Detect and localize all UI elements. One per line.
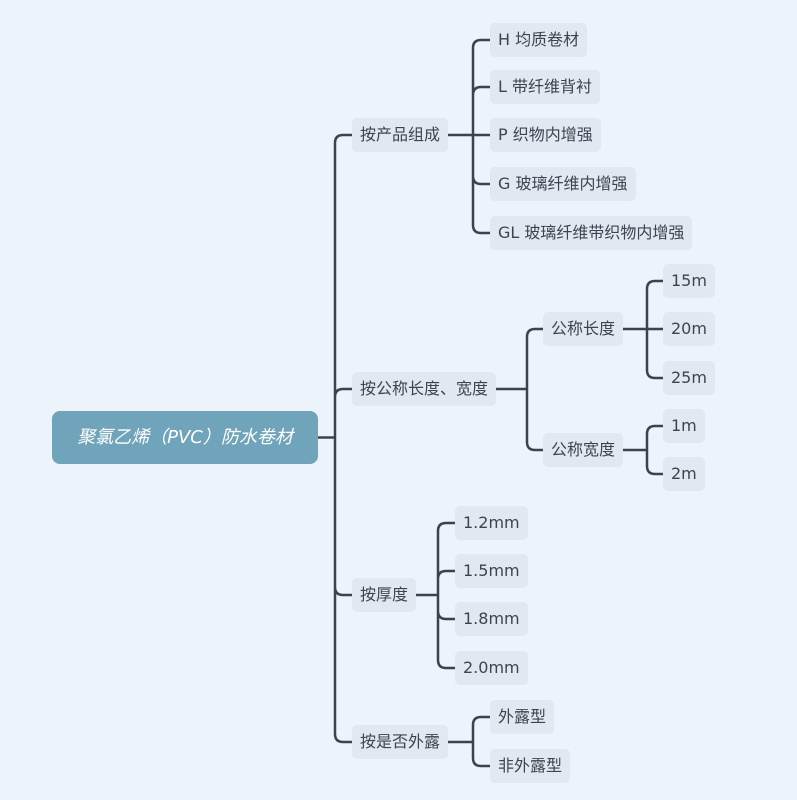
connector xyxy=(416,521,455,670)
leaf-node[interactable]: 外露型 xyxy=(490,700,555,734)
branch-exposure[interactable]: 按是否外露 xyxy=(352,725,449,759)
leaf-node[interactable]: G 玻璃纤维内增强 xyxy=(490,167,636,201)
connector xyxy=(623,279,663,380)
leaf-node[interactable]: 25m xyxy=(663,361,715,395)
connector xyxy=(318,133,352,744)
leaf-node[interactable]: 15m xyxy=(663,264,715,298)
leaf-node[interactable]: 非外露型 xyxy=(490,749,571,783)
leaf-node[interactable]: H 均质卷材 xyxy=(490,23,588,57)
connector xyxy=(448,38,490,235)
branch-nominal-size[interactable]: 按公称长度、宽度 xyxy=(352,372,497,406)
leaf-node[interactable]: 2.0mm xyxy=(455,651,528,685)
sub-branch-nominal-length[interactable]: 公称长度 xyxy=(543,312,624,346)
connector xyxy=(496,327,543,452)
leaf-node[interactable]: 1.5mm xyxy=(455,554,528,588)
root-node[interactable]: 聚氯乙烯（PVC）防水卷材 xyxy=(52,411,318,464)
leaf-node[interactable]: 1m xyxy=(663,409,705,443)
leaf-node[interactable]: 20m xyxy=(663,312,715,346)
leaf-node[interactable]: L 带纤维背衬 xyxy=(490,70,601,104)
leaf-node[interactable]: 2m xyxy=(663,457,705,491)
branch-thickness[interactable]: 按厚度 xyxy=(352,578,417,612)
connector xyxy=(448,715,490,768)
leaf-node[interactable]: GL 玻璃纤维带织物内增强 xyxy=(490,216,693,250)
sub-branch-nominal-width[interactable]: 公称宽度 xyxy=(543,433,624,467)
connector xyxy=(623,424,663,476)
branch-product-composition[interactable]: 按产品组成 xyxy=(352,118,449,152)
leaf-node[interactable]: P 织物内增强 xyxy=(490,118,601,152)
leaf-node[interactable]: 1.8mm xyxy=(455,602,528,636)
leaf-node[interactable]: 1.2mm xyxy=(455,506,528,540)
